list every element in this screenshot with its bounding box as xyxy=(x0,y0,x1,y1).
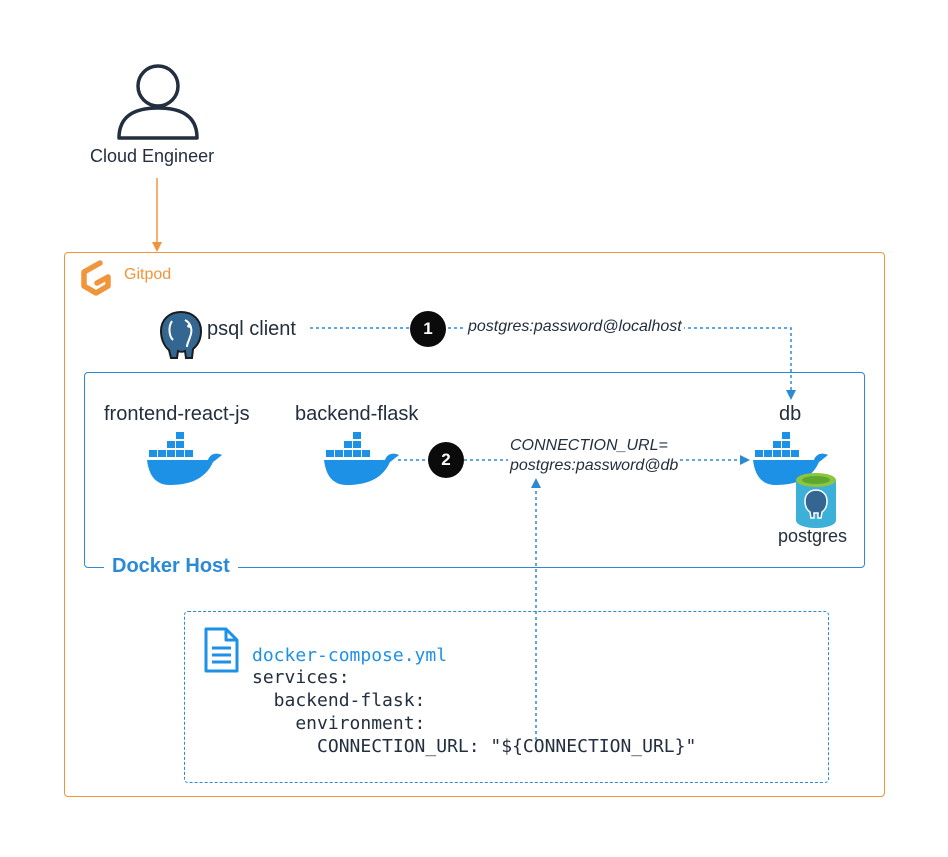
gitpod-environment xyxy=(64,252,885,797)
postgresql-elephant-icon xyxy=(159,310,203,359)
compose-line: CONNECTION_URL: "${CONNECTION_URL}" xyxy=(252,736,697,757)
docker-whale-icon xyxy=(324,432,399,485)
frontend-react-js-label: frontend-react-js xyxy=(104,403,250,425)
connection-2-label: CONNECTION_URL= postgres:password@db xyxy=(508,436,681,476)
postgres-database-icon xyxy=(796,473,836,528)
step-2-badge: 2 xyxy=(428,442,464,478)
connection-2-label-line2: postgres:password@db xyxy=(510,456,679,476)
psql-client-label: psql client xyxy=(207,318,296,340)
step-1-badge: 1 xyxy=(410,311,446,347)
gitpod-label: Gitpod xyxy=(124,266,172,283)
user-icon xyxy=(117,64,199,140)
document-icon xyxy=(204,627,239,673)
backend-flask-label: backend-flask xyxy=(295,403,419,425)
gitpod-logo-icon xyxy=(81,260,111,296)
docker-whale-icon xyxy=(753,432,828,485)
compose-filename: docker-compose.yml xyxy=(252,645,448,666)
compose-line: services: xyxy=(252,667,350,688)
docker-host-label: Docker Host xyxy=(104,555,238,578)
cloud-engineer-label: Cloud Engineer xyxy=(90,146,215,166)
psql-to-db-connector xyxy=(310,327,796,400)
docker-host-container xyxy=(84,372,865,568)
postgres-label: postgres xyxy=(778,526,848,546)
connection-1-label: postgres:password@localhost xyxy=(466,318,684,336)
connection-2-label-line1: CONNECTION_URL= xyxy=(510,436,679,456)
compose-line: backend-flask: xyxy=(252,690,426,711)
compose-line: environment: xyxy=(252,713,426,734)
compose-code: services: backend-flask: environment: CO… xyxy=(252,666,696,758)
docker-compose-file-box xyxy=(184,611,829,783)
docker-whale-icon xyxy=(147,432,222,485)
db-label: db xyxy=(779,403,802,425)
